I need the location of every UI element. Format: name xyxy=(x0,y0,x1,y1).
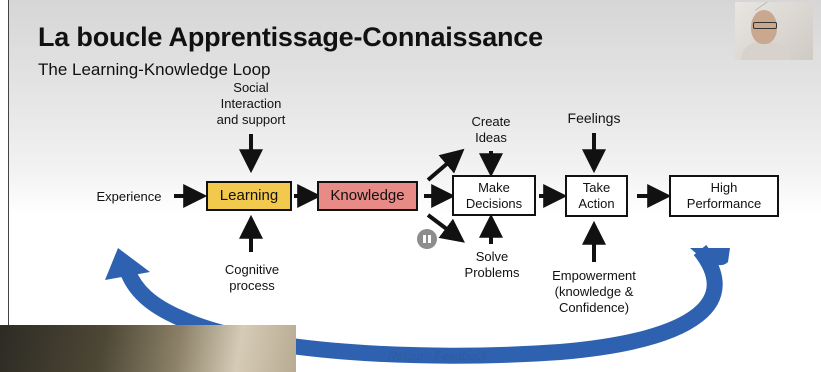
arrow-to-solve-problems xyxy=(426,213,465,243)
secondary-video-feed xyxy=(0,325,296,372)
slide-title: La boucle Apprentissage-Connaissance xyxy=(38,22,543,52)
feelings-label: Feelings xyxy=(567,110,621,126)
social-interaction-label: Social Interaction and support xyxy=(216,80,286,127)
feedback-loop-arrow xyxy=(120,245,723,364)
cognitive-process-label: Cognitive process xyxy=(224,262,280,293)
pause-icon[interactable] xyxy=(417,229,437,249)
take-action-box: Take Action xyxy=(565,175,628,217)
create-ideas-label: Create Ideas xyxy=(471,114,511,145)
arrow-to-create-ideas xyxy=(426,148,465,182)
empowerment-label: Empowerment (knowledge & Confidence) xyxy=(552,268,636,315)
high-performance-box: High Performance xyxy=(669,175,779,217)
webcam-person-body xyxy=(741,42,791,60)
make-decisions-box: Make Decisions xyxy=(452,175,536,216)
learning-box: Learning xyxy=(206,181,292,211)
webcam-person-head xyxy=(751,10,777,44)
knowledge-box: Knowledge xyxy=(317,181,418,211)
slide-subtitle: The Learning-Knowledge Loop xyxy=(38,60,271,79)
feedback-label: Retour - Feedback xyxy=(388,349,488,363)
solve-problems-label: Solve Problems xyxy=(464,249,520,280)
presenter-webcam xyxy=(735,2,813,60)
left-edge xyxy=(0,0,9,325)
feedback-arc-tail xyxy=(690,248,730,266)
experience-label: Experience xyxy=(96,189,162,204)
feedback-arrowhead xyxy=(105,248,150,280)
webcam-glasses xyxy=(753,22,777,29)
